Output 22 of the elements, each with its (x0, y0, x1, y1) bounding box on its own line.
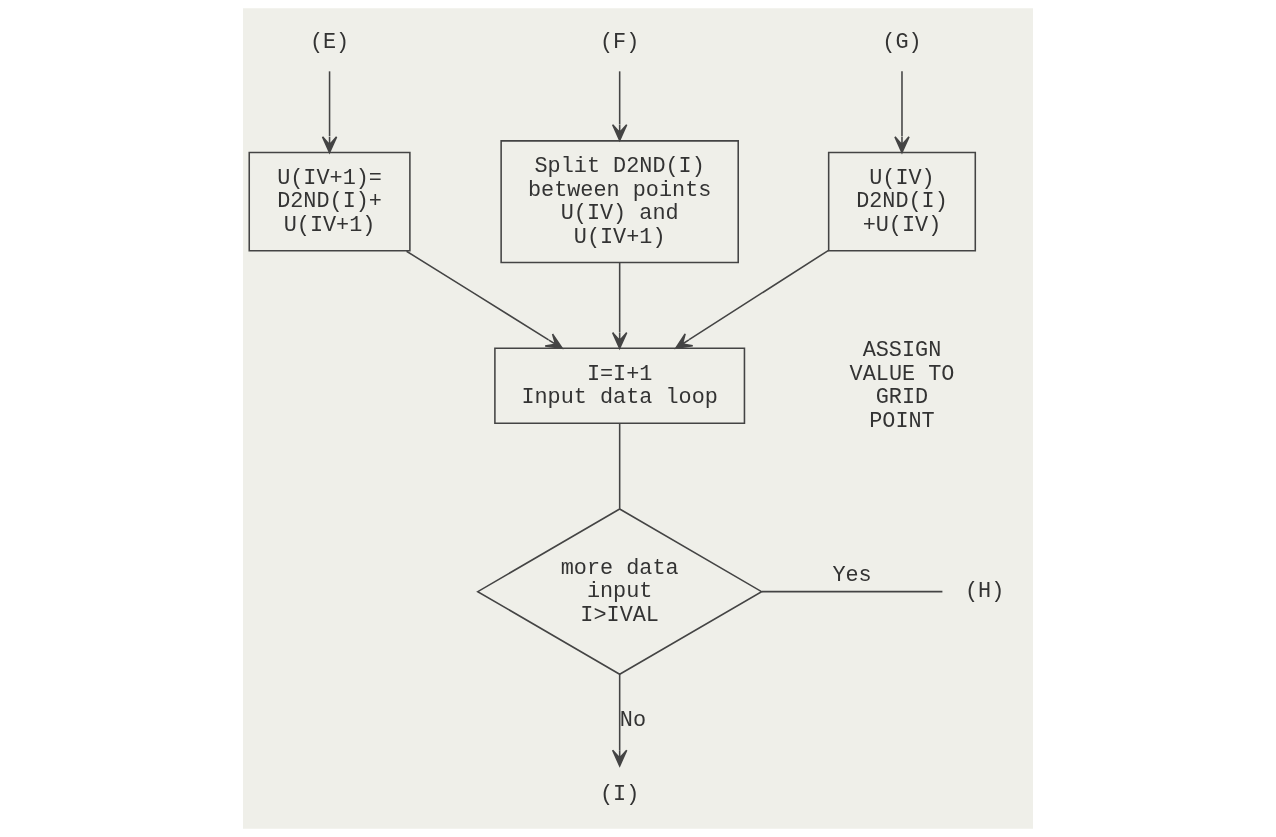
node-text: (E) (309, 30, 350, 56)
node-text: (F) (600, 30, 640, 56)
node-box: U(IV) D2ND(I) +U(IV) (827, 151, 977, 252)
arrow (611, 673, 628, 767)
edge-label: Yes (832, 563, 872, 589)
edge-label: No (619, 708, 647, 734)
label: ASSIGN VALUE TO GRID POINT (849, 338, 955, 434)
arrow (611, 70, 628, 142)
node-box: I=I+1 Input data loop (494, 347, 746, 424)
connector (618, 422, 621, 510)
arrow (675, 249, 830, 349)
node-box: Split D2ND(I) between points U(IV) and U(IV+1) (500, 140, 739, 264)
node-text: (H) (964, 579, 1005, 605)
arrow (405, 250, 563, 350)
arrow (611, 262, 628, 350)
node-text: (I) (600, 782, 640, 808)
arrow (894, 70, 910, 154)
arrow (321, 70, 338, 154)
node-diamond: more data input I>IVAL (476, 508, 764, 676)
node-box: U(IV+1)= D2ND(I)+ U(IV+1) (248, 151, 411, 252)
node-text: (G) (882, 30, 922, 56)
connector (761, 590, 944, 593)
